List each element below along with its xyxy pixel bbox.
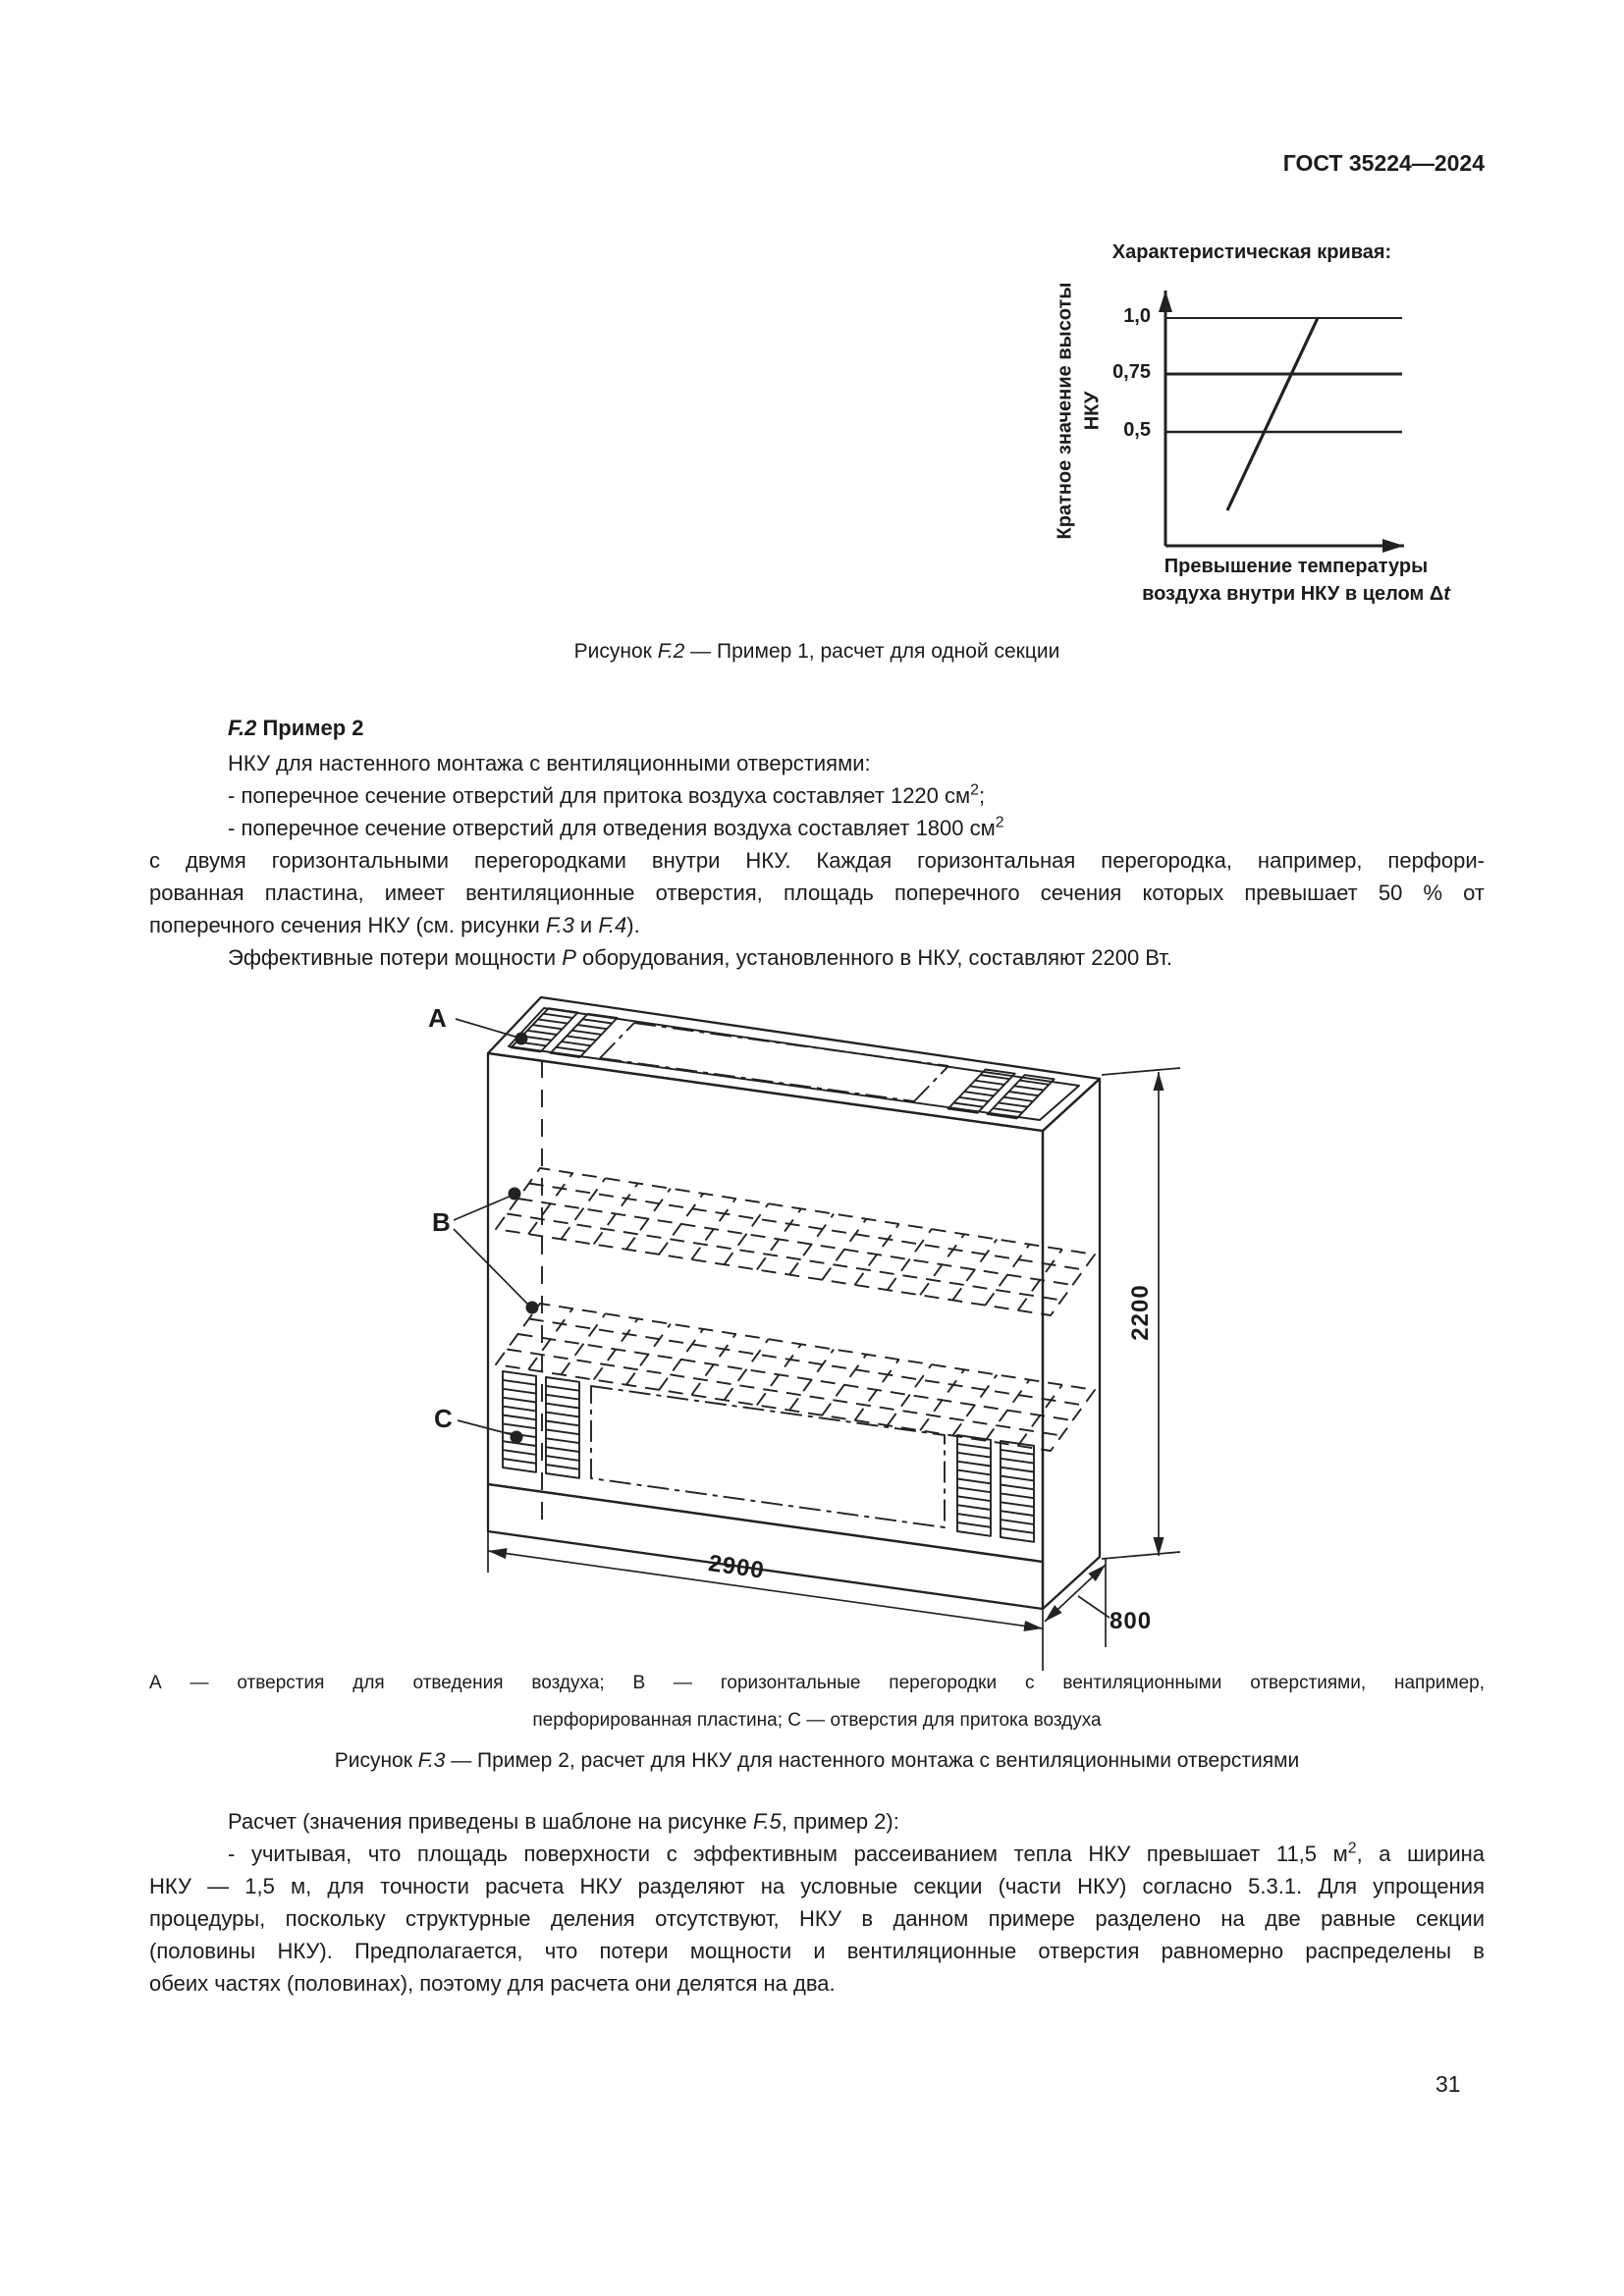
figure-f2-chart <box>1159 291 1404 553</box>
top-face-rim <box>508 1007 1080 1121</box>
y-tick-1-0: 1,0 <box>1123 305 1151 327</box>
y-tick-0-5: 0,5 <box>1123 419 1151 441</box>
chart-title: Характеристическая кривая: <box>1111 241 1392 263</box>
front-opening-outline <box>590 1385 946 1528</box>
text-line: А — отверстия для отведения воздуха; В —… <box>149 1673 1485 1693</box>
y-axis-label-line2: НКУ <box>1081 391 1104 431</box>
top-vent-grilles <box>510 1007 1056 1120</box>
text-line: обеих частях (половинах), поэтому для ра… <box>149 1971 836 1996</box>
text-line: Эффективные потери мощности P оборудован… <box>228 945 1172 970</box>
front-vent-grilles <box>502 1370 1035 1543</box>
page-header: ГОСТ 35224—2024 <box>1282 150 1485 176</box>
text-line: НКУ — 1,5 м, для точности расчета НКУ ра… <box>149 1874 1485 1898</box>
label-b: B <box>432 1207 451 1237</box>
characteristic-curve-line <box>1225 317 1320 511</box>
text-line: - поперечное сечение отверстий для прито… <box>228 781 986 808</box>
partition-grid-lower <box>495 1303 1096 1452</box>
dim-width <box>487 1529 1044 1671</box>
text-line: с двумя горизонтальными перегородками вн… <box>149 848 1485 873</box>
leader-lines <box>453 1018 539 1444</box>
dim-height-label: 2200 <box>1127 1284 1154 1341</box>
figure-f2-caption: Рисунок F.2 — Пример 1, расчет для одной… <box>573 640 1060 663</box>
text-line: перфорированная пластина; С — отверстия … <box>532 1710 1102 1731</box>
text-line: рованная пластина, имеет вентиляционные … <box>149 881 1485 905</box>
dim-height <box>1101 1067 1181 1560</box>
figure-f3-legend: А — отверстия для отведения воздуха; В —… <box>149 1665 1485 1739</box>
paragraph-1: НКУ для настенного монтажа с вентиляцион… <box>149 747 1485 974</box>
text-line: (половины НКУ). Предполагается, что поте… <box>149 1939 1485 1963</box>
text-line: поперечного сечения НКУ (см. рисунки F.3… <box>149 913 640 937</box>
page-number: 31 <box>1435 2071 1461 2097</box>
text-line: Расчет (значения приведены в шаблоне на … <box>228 1809 899 1834</box>
label-a: A <box>428 1003 447 1033</box>
paragraph-2: Расчет (значения приведены в шаблоне на … <box>149 1805 1485 2000</box>
x-axis-label-line1: Превышение температуры <box>1164 556 1429 577</box>
dim-depth <box>1044 1559 1110 1647</box>
y-axis-label-line1: Кратное значение высоты <box>1054 282 1076 540</box>
cabinet-drawing <box>453 995 1181 1671</box>
text-line: - учитывая, что площадь поверхности с эф… <box>228 1840 1486 1866</box>
x-axis-label-line2: воздуха внутри НКУ в целом Δt <box>1142 583 1450 605</box>
right-face <box>1041 1077 1102 1611</box>
top-opening-outline <box>599 1022 949 1102</box>
section-heading: F.2 Пример 2 <box>228 716 364 740</box>
label-c: C <box>434 1404 453 1433</box>
text-line: НКУ для настенного монтажа с вентиляцион… <box>228 751 871 775</box>
y-tick-0-75: 0,75 <box>1112 361 1151 383</box>
dim-depth-label: 800 <box>1110 1608 1153 1634</box>
partition-grid-upper <box>495 1167 1096 1316</box>
text-line: процедуры, поскольку структурные деления… <box>149 1906 1485 1931</box>
text-line: - поперечное сечение отверстий для отвед… <box>228 814 1004 840</box>
figure-f3-caption: Рисунок F.3 — Пример 2, расчет для НКУ д… <box>334 1749 1300 1772</box>
